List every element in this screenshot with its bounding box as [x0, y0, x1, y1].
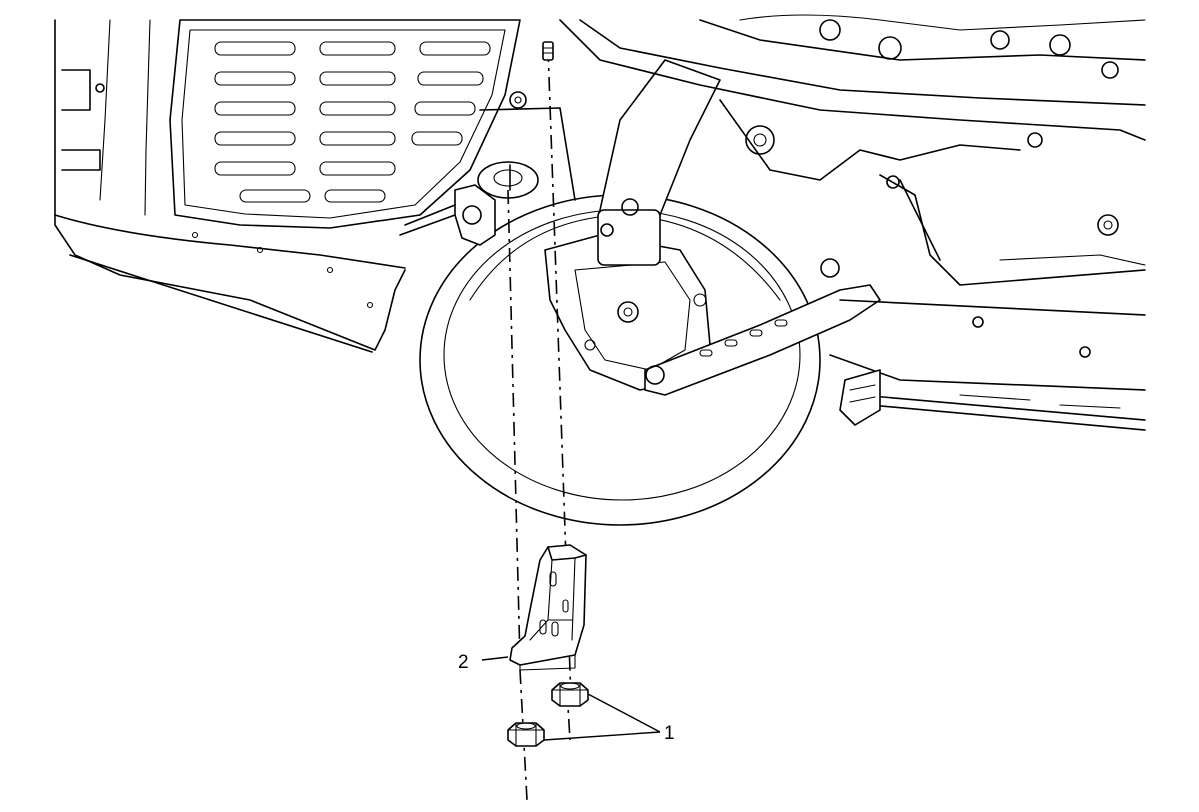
- lower-control-arm: [644, 258, 881, 396]
- strut-assembly: [597, 59, 721, 266]
- front-lower-panel: [54, 19, 406, 353]
- right-underbody-panel: [829, 132, 1146, 431]
- engine-cradle: [559, 14, 1146, 181]
- nut-upper: [551, 682, 589, 707]
- callout-2: 2: [458, 652, 469, 673]
- callout-1: 1: [664, 723, 675, 744]
- leader-lines: [481, 656, 661, 741]
- upper-stud: [542, 41, 554, 61]
- nut-lower: [507, 722, 545, 747]
- deflector-bracket: [509, 544, 587, 671]
- strut-mount-plate: [477, 91, 576, 201]
- radiator-grille: [169, 19, 521, 229]
- stabilizer-link: [399, 184, 496, 246]
